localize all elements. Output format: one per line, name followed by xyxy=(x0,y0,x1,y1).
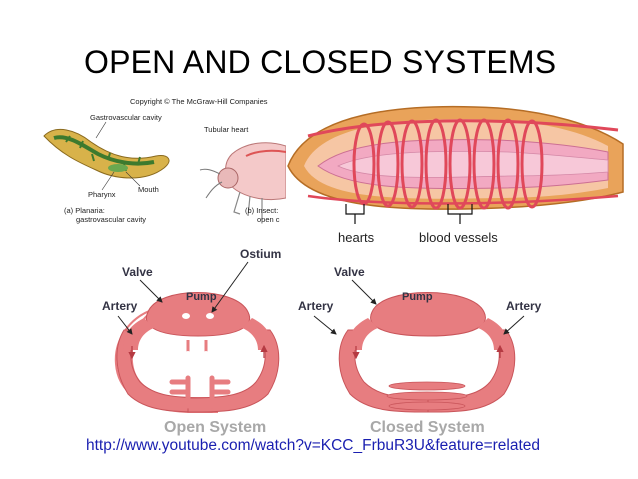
caption-a-line2: gastrovascular cavity xyxy=(76,215,146,224)
ventral-vessel xyxy=(307,194,619,205)
vessels-label: blood vessels xyxy=(419,230,498,245)
copyright-text: Copyright © The McGraw-Hill Companies xyxy=(130,97,268,106)
gastrovascular-cavity xyxy=(53,135,155,166)
vessels-bracket xyxy=(447,204,473,224)
open-system-title: Open System xyxy=(164,419,266,436)
closed-capillary-3 xyxy=(388,401,466,411)
closed-artery-right-label: Artery xyxy=(506,299,542,313)
closed-capillary-1 xyxy=(388,381,466,391)
closed-artery-left-label: Artery xyxy=(298,299,334,313)
mouth-label: Mouth xyxy=(138,185,159,194)
hearts-label: hearts xyxy=(338,230,375,245)
open-pump-label: Pump xyxy=(186,291,217,303)
open-valve-label: Valve xyxy=(122,265,153,279)
closed-valve-label: Valve xyxy=(334,265,365,279)
open-system-diagram: Ostium Valve Pump Artery Open System xyxy=(102,247,281,436)
open-sinus-left xyxy=(169,375,191,409)
closed-system-title: Closed System xyxy=(370,419,485,436)
closed-capillary-2 xyxy=(386,391,468,401)
dorsal-vessel xyxy=(307,119,619,138)
slide-title: OPEN AND CLOSED SYSTEMS xyxy=(84,44,557,80)
pharynx-label: Pharynx xyxy=(88,190,116,199)
closed-pump xyxy=(370,292,486,337)
systems-figure: Ostium Valve Pump Artery Open System Val… xyxy=(102,247,542,436)
gastro-label: Gastrovascular cavity xyxy=(90,113,162,122)
open-sinus-right xyxy=(209,375,231,409)
pharynx-shape xyxy=(108,164,128,172)
caption-a-line1: (a) Planaria: xyxy=(64,206,105,215)
open-ostium-label: Ostium xyxy=(240,247,281,261)
tubular-heart-label: Tubular heart xyxy=(204,125,249,134)
insect-head xyxy=(217,167,239,189)
worm-figure: hearts blood vessels xyxy=(287,105,624,245)
hearts-bracket xyxy=(345,204,365,224)
closed-system-diagram: Valve Pump Artery Artery Closed System xyxy=(298,265,542,436)
youtube-link[interactable]: http://www.youtube.com/watch?v=KCC_FrbuR… xyxy=(86,437,541,454)
caption-b-line1: (b) Insect: xyxy=(245,206,278,215)
closed-pump-label: Pump xyxy=(402,291,433,303)
open-artery-label: Artery xyxy=(102,299,138,313)
planaria-insect-figure: Copyright © The McGraw-Hill Companies Ga… xyxy=(43,97,286,224)
caption-b-line2: open c xyxy=(257,215,280,224)
